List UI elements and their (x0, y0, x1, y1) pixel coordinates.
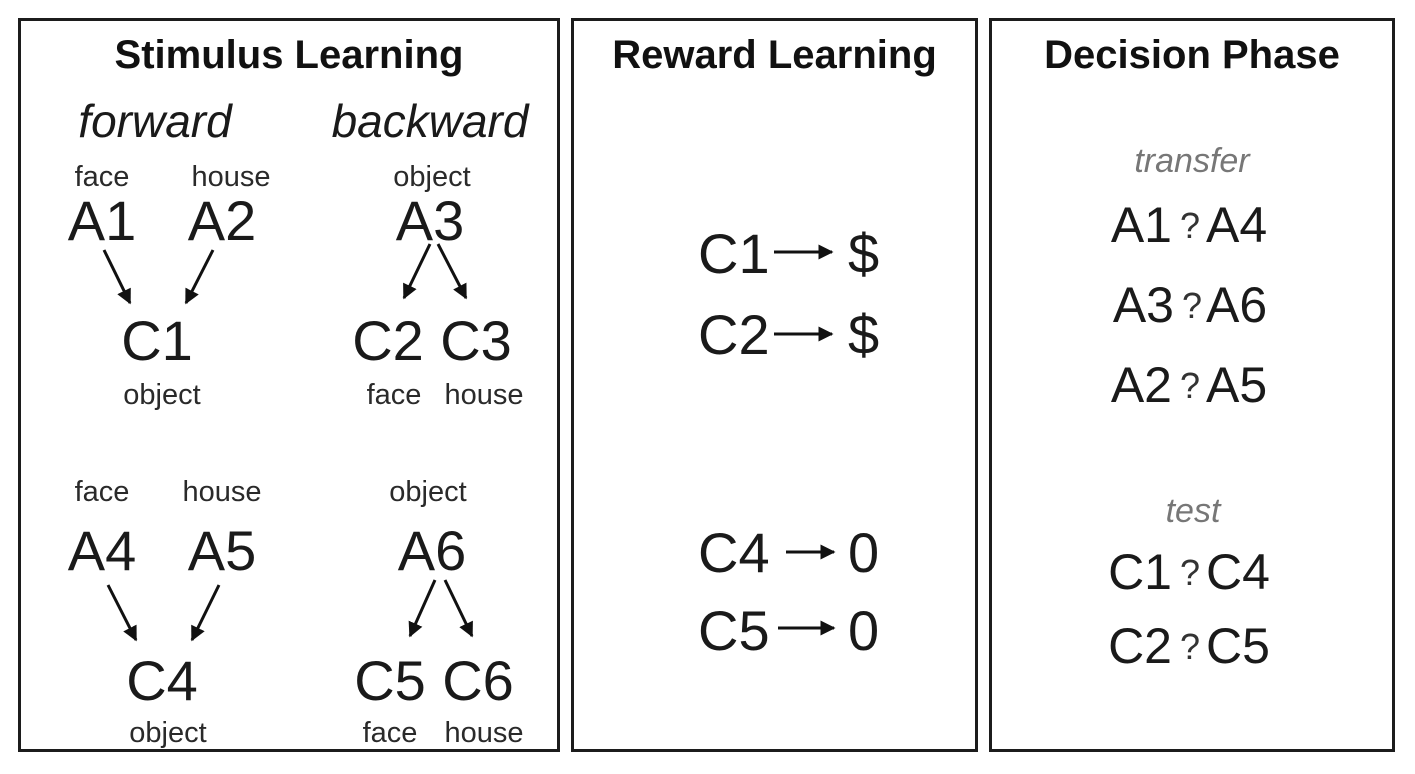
category-label: object (389, 476, 466, 508)
pair-right: C4 (1206, 544, 1270, 600)
stimulus-node: C1 (121, 309, 193, 372)
stimulus-node: A4 (68, 519, 137, 582)
category-label: object (393, 161, 470, 193)
reward-stimulus: C1 (698, 222, 770, 285)
stimulus-node: C6 (442, 649, 514, 712)
stimulus-node: A2 (188, 189, 257, 252)
reward-learning-panel: Reward Learning (571, 18, 978, 752)
arrow (106, 584, 138, 642)
reward-outcome: 0 (848, 521, 879, 584)
reward-row: C1 $ (698, 222, 879, 285)
category-label: face (363, 717, 418, 749)
category-label: object (129, 717, 206, 749)
backward-label: backward (332, 95, 530, 147)
arrow (402, 243, 432, 300)
reward-outcome: 0 (848, 599, 879, 662)
stimulus-node: A5 (188, 519, 257, 582)
reward-stimulus: C2 (698, 303, 770, 366)
test-pair: C2 ? C5 (1108, 618, 1270, 674)
pair-separator: ? (1180, 365, 1200, 406)
stimulus-learning-title: Stimulus Learning (114, 33, 464, 77)
category-label: house (182, 476, 261, 508)
category-label: face (367, 379, 422, 411)
category-label: face (75, 161, 130, 193)
decision-phase-panel: Decision Phase (989, 18, 1395, 752)
arrow (436, 243, 468, 300)
set1-forward-diagram: face house A1 A2 C1 object (68, 161, 271, 411)
pair-separator: ? (1182, 285, 1202, 326)
arrow (184, 249, 215, 305)
reward-row: C2 $ (698, 303, 879, 366)
reward-row: C4 0 (698, 521, 879, 584)
pair-right: C5 (1206, 618, 1270, 674)
stimulus-node: C2 (352, 309, 424, 372)
pair-separator: ? (1180, 552, 1200, 593)
transfer-label: transfer (1134, 142, 1251, 180)
pair-left: C1 (1108, 544, 1172, 600)
pair-right: A4 (1206, 197, 1267, 253)
stimulus-learning-panel: Stimulus Learning (18, 18, 560, 752)
category-label: house (444, 717, 523, 749)
stimulus-node: C4 (126, 649, 198, 712)
set2-forward-diagram: face house A4 A5 C4 object (68, 476, 262, 749)
arrow (408, 579, 437, 638)
stimulus-node: A3 (396, 189, 465, 252)
decision-phase-title: Decision Phase (1044, 33, 1340, 77)
stimulus-node: A6 (398, 519, 467, 582)
arrow (102, 249, 132, 305)
forward-label: forward (78, 95, 233, 147)
pair-left: A1 (1111, 197, 1172, 253)
transfer-pair: A3 ? A6 (1113, 277, 1267, 333)
pair-separator: ? (1180, 626, 1200, 667)
pair-right: A6 (1206, 277, 1267, 333)
arrow (190, 584, 221, 642)
arrow (443, 579, 474, 638)
category-label: house (191, 161, 270, 193)
reward-stimulus: C5 (698, 599, 770, 662)
category-label: object (123, 379, 200, 411)
pair-left: C2 (1108, 618, 1172, 674)
reward-learning-title: Reward Learning (612, 33, 937, 77)
reward-row: C5 0 (698, 599, 879, 662)
reward-stimulus: C4 (698, 521, 770, 584)
set2-backward-diagram: object A6 C5 C6 face house (354, 476, 523, 749)
pair-separator: ? (1180, 205, 1200, 246)
reward-outcome: $ (848, 222, 879, 285)
transfer-pair: A2 ? A5 (1111, 357, 1267, 413)
category-label: house (444, 379, 523, 411)
stimulus-node: C5 (354, 649, 426, 712)
category-label: face (75, 476, 130, 508)
stimulus-node: C3 (440, 309, 512, 372)
reward-outcome: $ (848, 303, 879, 366)
stimulus-node: A1 (68, 189, 137, 252)
pair-right: A5 (1206, 357, 1267, 413)
test-label: test (1166, 492, 1222, 530)
transfer-pair: A1 ? A4 (1111, 197, 1267, 253)
pair-left: A3 (1113, 277, 1174, 333)
test-pair: C1 ? C4 (1108, 544, 1270, 600)
pair-left: A2 (1111, 357, 1172, 413)
set1-backward-diagram: object A3 C2 C3 face house (352, 161, 523, 411)
